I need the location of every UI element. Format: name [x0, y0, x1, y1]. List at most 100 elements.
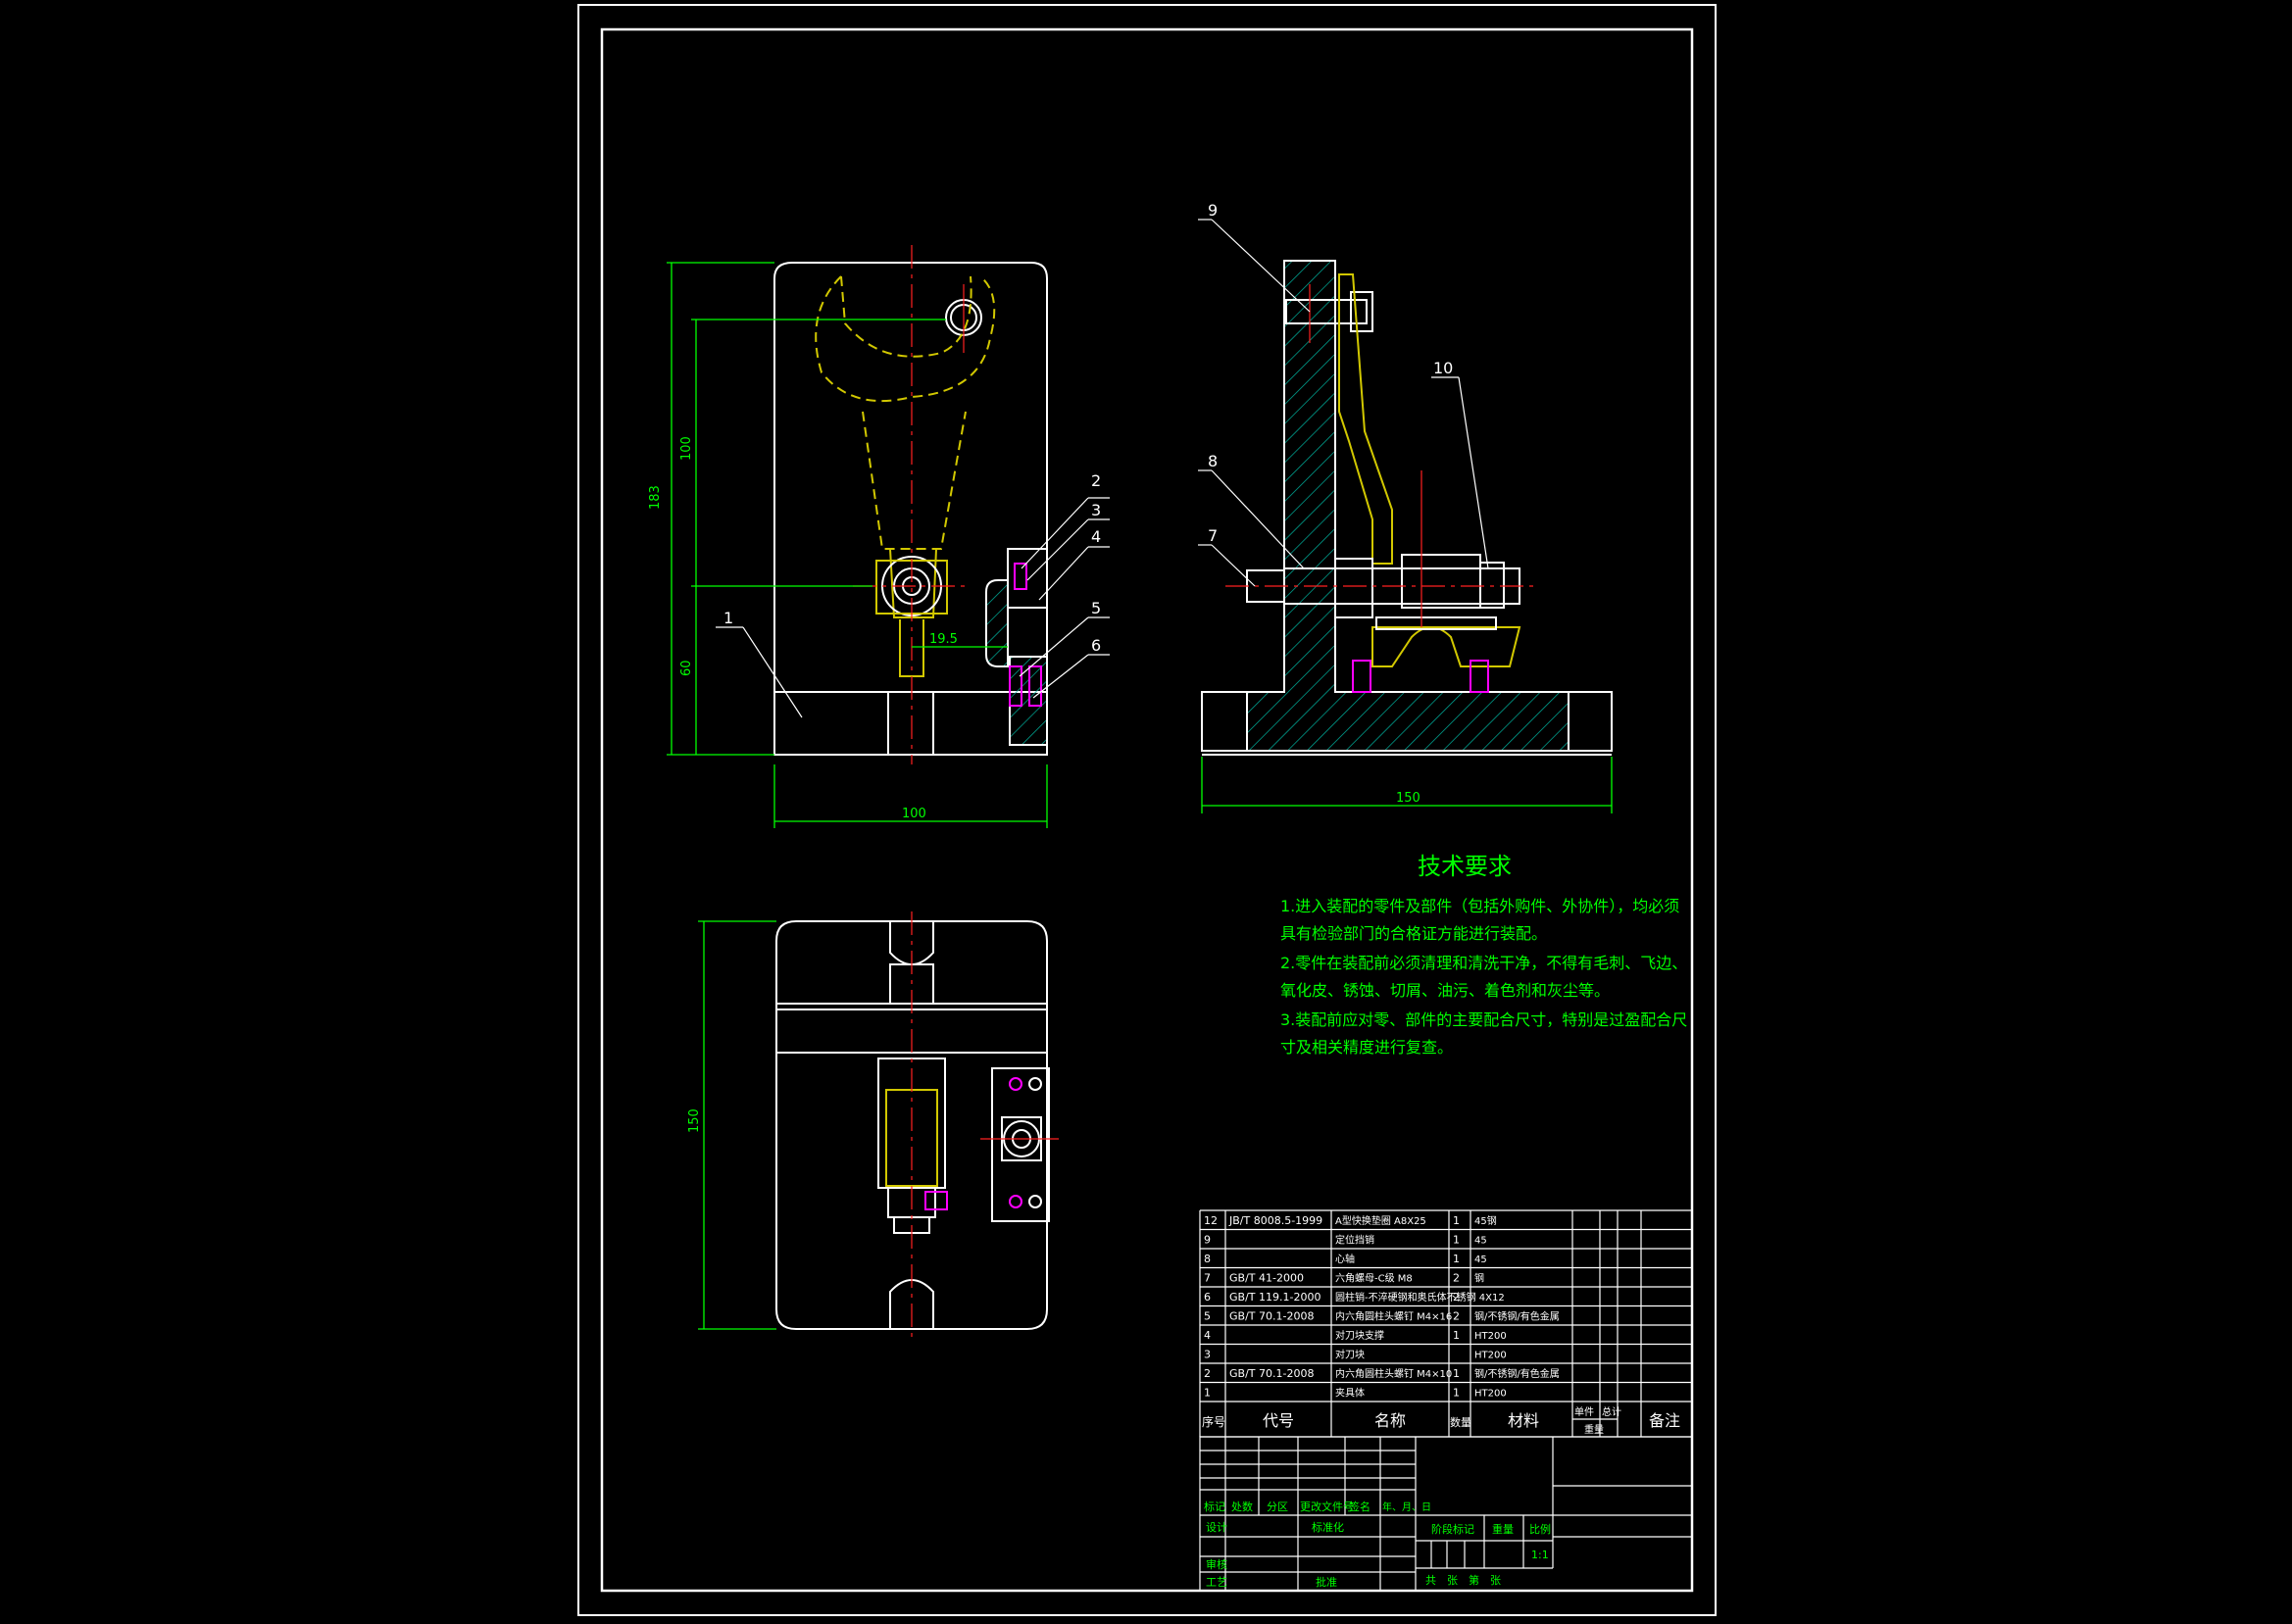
bom-row-no: 7 — [1204, 1272, 1211, 1285]
bom-row-qty: 2 — [1453, 1291, 1460, 1304]
bom-row-material: HT200 — [1474, 1331, 1507, 1342]
balloon-10: 10 — [1433, 359, 1453, 377]
bom-row-code: JB/T 8008.5-1999 — [1228, 1214, 1322, 1227]
tech-req-line-3: 2.零件在装配前必须清理和清洗干净，不得有毛刺、飞边、 — [1280, 954, 1687, 972]
tb-sheets: 共 张 第 张 — [1425, 1573, 1501, 1587]
bom-row-qty: 1 — [1453, 1234, 1460, 1247]
balloon-6: 6 — [1091, 636, 1101, 655]
dim-front-lower-height: 60 — [679, 660, 694, 676]
bom-row-name: 夹具体 — [1335, 1387, 1365, 1400]
bom-row-qty: 1 — [1453, 1214, 1460, 1227]
side-view-dimensions — [1201, 757, 1613, 813]
bom-table — [1199, 1209, 1693, 1438]
tb-date: 年、月、日 — [1382, 1501, 1431, 1513]
bom-row-material: 45 — [1474, 1236, 1487, 1247]
tb-process: 工艺 — [1206, 1576, 1227, 1589]
bom-row-name: 心轴 — [1335, 1253, 1355, 1265]
outer-border — [577, 4, 1717, 1616]
workpiece-wrench-outline — [815, 275, 996, 403]
balloon-3: 3 — [1091, 501, 1101, 519]
bom-row-name: 内六角圆柱头螺钉 M4×10 — [1335, 1367, 1452, 1380]
bom-row-material: 钢 — [1474, 1272, 1484, 1285]
tb-standardize: 标准化 — [1312, 1520, 1344, 1534]
tb-doc-no: 更改文件号 — [1300, 1500, 1354, 1513]
bom-header-qty: 数量 — [1450, 1416, 1471, 1429]
bom-row-material: 钢/不锈钢/有色金属 — [1474, 1367, 1560, 1380]
side-view-leaders — [1198, 219, 1489, 587]
bom-row-code: GB/T 41-2000 — [1229, 1272, 1304, 1285]
bom-row-name: A型快换垫圈 A8X25 — [1335, 1214, 1426, 1227]
tech-req-line-1: 1.进入装配的零件及部件（包括外购件、外协件），均必须 — [1280, 897, 1679, 915]
bom-header-weight: 重量 — [1584, 1423, 1604, 1436]
bom-row-qty: 2 — [1453, 1310, 1460, 1323]
bom-row-material: HT200 — [1474, 1351, 1507, 1361]
dim-side-width: 150 — [1396, 791, 1420, 806]
bom-row-material: 钢/不锈钢/有色金属 — [1474, 1310, 1560, 1323]
front-view-dimensions — [667, 262, 1048, 828]
bom-row-name: 对刀块支撑 — [1335, 1329, 1384, 1342]
bom-row-no: 1 — [1204, 1387, 1211, 1400]
bom-row-qty: 1 — [1453, 1387, 1460, 1400]
bom-row-no: 8 — [1204, 1253, 1211, 1265]
bom-header-code: 代号 — [1263, 1411, 1294, 1430]
dim-front-width: 100 — [902, 807, 926, 821]
front-view — [773, 245, 1048, 764]
top-view — [775, 911, 1059, 1339]
bom-row-qty: 1 — [1453, 1329, 1460, 1342]
tech-req-line-5: 3.装配前应对零、部件的主要配合尺寸，特别是过盈配合尺 — [1280, 1010, 1687, 1029]
balloon-9: 9 — [1208, 201, 1218, 220]
bom-row-name: 六角螺母-C级 M8 — [1335, 1273, 1413, 1285]
bom-row-code: GB/T 70.1-2008 — [1229, 1367, 1314, 1380]
top-view-dimensions — [698, 920, 776, 1330]
bom-row-no: 6 — [1204, 1291, 1211, 1304]
bom-row-material: 45 — [1474, 1255, 1487, 1265]
base-plate — [773, 691, 1048, 756]
bom-header-no: 序号 — [1202, 1414, 1225, 1429]
bom-row-name: 定位挡销 — [1335, 1234, 1374, 1247]
bom-row-material: HT200 — [1474, 1389, 1507, 1400]
tb-weight: 重量 — [1492, 1522, 1514, 1536]
side-base-right — [1568, 691, 1613, 752]
tech-req-line-2: 具有检验部门的合格证方能进行装配。 — [1280, 924, 1547, 943]
bom-row-name: 对刀块 — [1335, 1349, 1365, 1361]
bom-row-no: 9 — [1204, 1234, 1211, 1247]
bom-row-qty: 1 — [1453, 1253, 1460, 1265]
bom-row-no: 4 — [1204, 1329, 1211, 1342]
title-block — [1199, 1436, 1693, 1592]
tech-req-line-6: 寸及相关精度进行复查。 — [1280, 1038, 1453, 1057]
tb-scale-value: 1:1 — [1531, 1549, 1549, 1561]
tb-review: 审核 — [1206, 1557, 1227, 1571]
bom-row-qty: 2 — [1453, 1272, 1460, 1285]
side-body-section — [1246, 260, 1570, 752]
bom-row-no: 12 — [1204, 1214, 1218, 1227]
inner-border — [600, 27, 1694, 1593]
dim-front-offset: 19.5 — [929, 632, 958, 647]
bom-header-material: 材料 — [1508, 1411, 1539, 1430]
balloon-4: 4 — [1091, 527, 1101, 546]
tb-zone: 分区 — [1267, 1501, 1288, 1513]
dim-front-total-height: 183 — [648, 485, 663, 510]
tech-req-title: 技术要求 — [1418, 853, 1512, 880]
tb-marks: 标记 — [1204, 1500, 1225, 1513]
balloon-1: 1 — [723, 609, 733, 627]
balloon-8: 8 — [1208, 452, 1218, 470]
bom-header-name: 名称 — [1374, 1411, 1406, 1430]
bom-row-qty: 1 — [1453, 1367, 1460, 1380]
tb-design: 设计 — [1206, 1521, 1227, 1534]
bom-row-code: GB/T 119.1-2000 — [1229, 1291, 1320, 1304]
tb-approve: 批准 — [1316, 1575, 1337, 1589]
bom-header-unit: 单件 — [1574, 1406, 1594, 1418]
tb-scale: 比例 — [1529, 1522, 1551, 1536]
bom-row-material: 45钢 — [1474, 1214, 1497, 1227]
dim-front-upper-height: 100 — [679, 436, 694, 461]
top-body-outline — [775, 920, 1048, 1330]
dim-top-height: 150 — [687, 1108, 702, 1133]
tb-sign: 签名 — [1349, 1500, 1370, 1513]
side-view — [1201, 260, 1613, 756]
bom-row-name: 圆柱销-不淬硬钢和奥氏体不锈钢 4X12 — [1335, 1291, 1505, 1304]
bom-header-total: 总计 — [1602, 1405, 1621, 1418]
tb-stage-mark: 阶段标记 — [1431, 1522, 1474, 1536]
bom-row-code: GB/T 70.1-2008 — [1229, 1310, 1314, 1323]
